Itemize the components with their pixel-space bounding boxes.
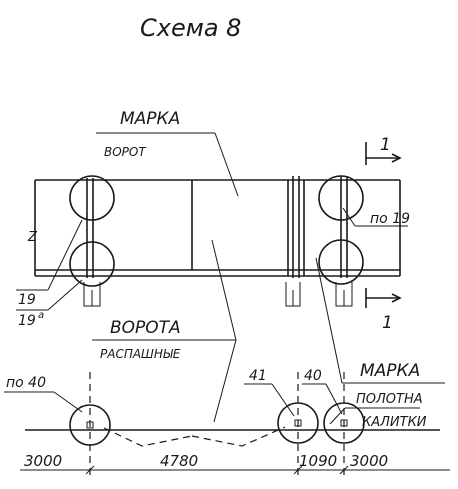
gate-swing-sublabel: РАСПАШНЫЕ (100, 347, 181, 361)
gate-elevation (34, 175, 401, 307)
dimension-4: 3000 (350, 452, 388, 470)
break-mark: Z (27, 230, 38, 245)
wicket-mark-label: МАРКА (360, 361, 420, 381)
gate-mark-label: МАРКА (120, 109, 180, 129)
section-label-top: 1 (380, 135, 391, 155)
section-mark-bottom (365, 288, 402, 308)
gate-mark-sublabel: ВОРОТ (104, 145, 147, 159)
node-circle-19-bottom (69, 241, 115, 287)
node-label-po19: по 19 (370, 211, 410, 227)
wicket-mark-sublabel-2: КАЛИТКИ (362, 415, 427, 430)
node-label-19a: 19 (18, 313, 36, 329)
node-label-19: 19 (18, 292, 36, 308)
section-mark-top (365, 142, 402, 165)
plan-node-label-po40: по 40 (6, 375, 46, 391)
dimension-3: 1090 (299, 452, 337, 470)
node-circle-19-top (69, 175, 115, 221)
wicket-mark-sublabel-1: ПОЛОТНА (356, 392, 423, 407)
dimension-1: 3000 (24, 452, 62, 470)
plan-node-label-40: 40 (304, 368, 322, 384)
gate-swing-label: ВОРОТА (110, 318, 181, 338)
node-circle-po19-bottom (318, 239, 364, 285)
node-circle-po19-top (318, 175, 364, 221)
section-label-bottom: 1 (382, 313, 393, 333)
dimension-2: 4780 (160, 452, 198, 470)
node-label-19a-sup: а (38, 310, 44, 321)
plan-node-label-41: 41 (249, 368, 267, 384)
gate-plan (25, 372, 440, 476)
scheme-title: Схема 8 (140, 14, 241, 42)
